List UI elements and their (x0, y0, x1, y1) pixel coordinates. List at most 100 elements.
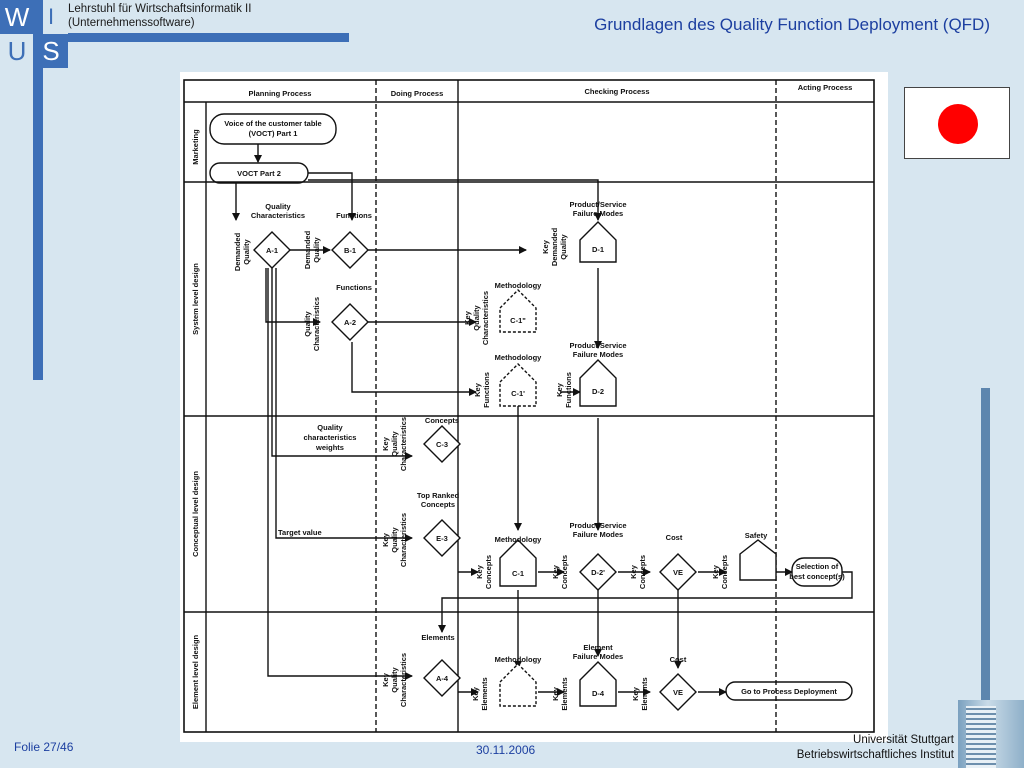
cost-label-2: Cost (670, 655, 687, 664)
concepts-label: Concepts (425, 416, 459, 425)
functions-label-1: Functions (336, 211, 372, 220)
col-doing: Doing Process (391, 89, 444, 98)
selection-1: Selection of (796, 562, 839, 571)
node-e3-label: E-3 (436, 534, 448, 543)
logo-letter-u: U (0, 34, 34, 68)
trc-1: Top Ranked (417, 491, 460, 500)
pfm-label-2a: Product/Service (569, 341, 626, 350)
node-d1-shape (579, 221, 617, 263)
flag-sun (938, 104, 978, 144)
japan-flag (904, 87, 1010, 159)
elements-label: Elements (421, 633, 454, 642)
node-d2p-shape (579, 553, 617, 591)
ke-1a: Key (471, 686, 480, 701)
kqc-4c: Characteristics (399, 653, 408, 707)
qc-label-2: Characteristics (251, 211, 305, 220)
node-d2p-label: D-2' (591, 568, 605, 577)
pfm-label-3a: Product/Service (569, 521, 626, 530)
methodology-4: Methodology (495, 655, 542, 664)
qcw-3: weights (315, 443, 344, 452)
methodology-2: Methodology (495, 353, 542, 362)
voct1-line1: Voice of the customer table (224, 119, 321, 128)
node-a4-shape (423, 659, 461, 697)
col-planning: Planning Process (249, 89, 312, 98)
qc-label-1: Quality (265, 202, 291, 211)
qfd-diagram: Planning Process Doing Process Checking … (180, 72, 888, 742)
col-checking: Checking Process (584, 87, 649, 96)
kc-1b: Concepts (484, 555, 493, 589)
trc-2: Concepts (421, 500, 455, 509)
go-to-label: Go to Process Deployment (741, 687, 837, 696)
chair-line-2: (Unternehmenssoftware) (68, 17, 195, 29)
kc-1a: Key (475, 564, 484, 579)
kdq-1: Key (541, 239, 550, 254)
pfm-label-1a: Product/Service (569, 200, 626, 209)
kc-4b: Concepts (720, 555, 729, 589)
methodology-3: Methodology (495, 535, 542, 544)
row-conceptual: Conceptual level design (191, 471, 200, 557)
node-c3-label: C-3 (436, 440, 448, 449)
slide-number: Folie 27/46 (14, 740, 74, 754)
kf-1b: Functions (482, 372, 491, 408)
qcw-1: Quality (317, 423, 343, 432)
node-d1-label: D-1 (592, 245, 604, 254)
kqc-1a: Key (463, 310, 472, 325)
node-c1s-shape (499, 289, 537, 333)
kqc-2a: Key (381, 436, 390, 451)
kc-2b: Concepts (560, 555, 569, 589)
kqc-3c: Characteristics (399, 513, 408, 567)
slide-title: Grundlagen des Quality Function Deployme… (594, 15, 990, 34)
kf-2b: Functions (564, 372, 573, 408)
dq-mid-1: Demanded (303, 230, 312, 269)
row-marketing: Marketing (191, 129, 200, 165)
qc-vert-2: Characteristics (312, 297, 321, 351)
node-d2-shape (579, 359, 617, 407)
node-b1-label: B-1 (344, 246, 356, 255)
kqc-4b: Quality (390, 666, 399, 692)
ke-1b: Elements (480, 677, 489, 710)
node-a2-shape (331, 303, 369, 341)
university-building-image (958, 700, 1024, 768)
node-a2-label: A-2 (344, 318, 356, 327)
qcw-2: characteristics (304, 433, 357, 442)
node-ve1-shape (659, 553, 697, 591)
node-ve2-label: VE (673, 688, 683, 697)
dq-left-1: Demanded (233, 232, 242, 271)
node-d2-label: D-2 (592, 387, 604, 396)
ke-3b: Elements (640, 677, 649, 710)
node-c1s-label: C-1" (510, 316, 526, 325)
functions-label-2: Functions (336, 283, 372, 292)
kqc-4a: Key (381, 672, 390, 687)
selection-2: best concept(s) (789, 572, 845, 581)
row-element: Element level design (191, 634, 200, 709)
pfm-label-2b: Failure Modes (573, 350, 623, 359)
kqc-2c: Characteristics (399, 417, 408, 471)
kf-1a: Key (473, 382, 482, 397)
pfm-label-3b: Failure Modes (573, 530, 623, 539)
methodology-1: Methodology (495, 281, 542, 290)
top-accent-bar (68, 33, 349, 42)
footer-inst: Betriebswirtschaftliches Institut (796, 749, 954, 761)
kqc-2b: Quality (390, 430, 399, 456)
voct1-line2: (VOCT) Part 1 (249, 129, 298, 138)
cost-label-1: Cost (666, 533, 683, 542)
efm-2: Failure Modes (573, 652, 623, 661)
node-a1-label: A-1 (266, 246, 278, 255)
target-value: Target value (278, 528, 322, 537)
node-d4-label: D-4 (592, 689, 605, 698)
node-e3-shape (423, 519, 461, 557)
footer-uni: Universität Stuttgart (853, 734, 954, 746)
dq-left-2: Quality (242, 238, 251, 264)
col-acting: Acting Process (798, 83, 853, 92)
node-c1p-shape (499, 363, 537, 407)
row-system: System level design (191, 263, 200, 335)
node-ve1-label: VE (673, 568, 683, 577)
kdq-2: Demanded (550, 227, 559, 266)
efm-1: Element (583, 643, 613, 652)
kf-2a: Key (555, 382, 564, 397)
node-ve2-shape (659, 673, 697, 711)
wius-logo: W I U S (0, 0, 68, 68)
chair-name: Lehrstuhl für Wirtschaftsinformatik II (… (68, 2, 251, 30)
kc-2a: Key (551, 564, 560, 579)
logo-letter-w: W (0, 0, 34, 34)
